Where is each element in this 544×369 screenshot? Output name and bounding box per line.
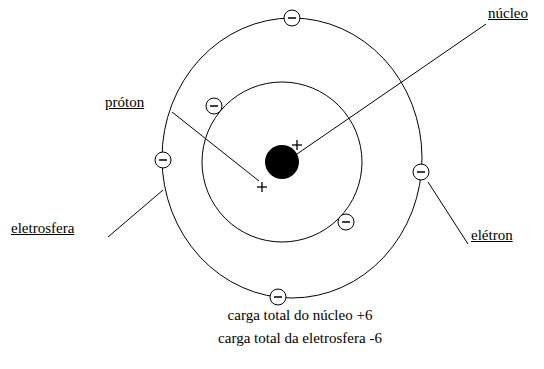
proton-signs	[257, 140, 302, 192]
nucleus	[265, 145, 299, 179]
electrosphere-label: eletrosfera	[10, 219, 75, 237]
proton-label: próton	[104, 93, 145, 111]
electron-label: elétron	[470, 226, 514, 244]
caption-line: carga total do núcleo +6	[227, 306, 374, 324]
outer-shell	[162, 18, 422, 298]
caption-line: carga total da eletrosfera -6	[217, 329, 383, 347]
electrons	[155, 10, 429, 305]
leader-lines	[108, 24, 486, 244]
nucleus-label: núcleo	[487, 4, 529, 22]
inner-shell	[202, 82, 362, 242]
